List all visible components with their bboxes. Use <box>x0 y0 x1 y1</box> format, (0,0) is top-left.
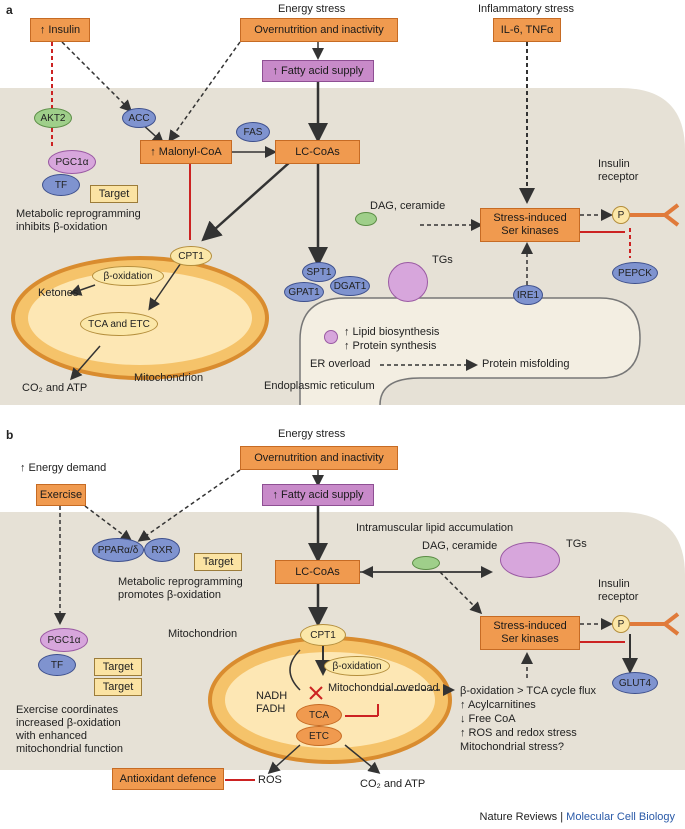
pgc1a-node-a: PGC1α <box>48 150 96 174</box>
publisher-name: Nature Reviews <box>479 811 558 823</box>
akt2-node: AKT2 <box>34 108 72 128</box>
fatty-acid-supply-box-a: ↑ Fatty acid supply <box>262 60 374 82</box>
co2-atp-label-a: CO₂ and ATP <box>22 382 88 394</box>
endoplasmic-reticulum-a <box>299 297 641 406</box>
metabolic-note-a: Metabolic reprogramming inhibits β-oxida… <box>16 208 141 233</box>
co2-atp-label-b: CO₂ and ATP <box>360 778 426 790</box>
ppar-node: PPARα/δ <box>92 538 144 562</box>
dag-node-b <box>412 556 440 570</box>
target-box-a: Target <box>90 185 138 203</box>
pepck-node: PEPCK <box>612 262 658 284</box>
metabolic-note-b: Metabolic reprogramming promotes β-oxida… <box>118 576 243 601</box>
acc-node: ACC <box>122 108 156 128</box>
fatty-acid-supply-box-b: ↑ Fatty acid supply <box>262 484 374 506</box>
insulin-receptor-label-a: Insulin receptor <box>598 158 639 183</box>
tca-node: TCA <box>296 704 342 726</box>
lc-coas-box-b: LC-CoAs <box>275 560 360 584</box>
mitochondrion-label-b: Mitochondrion <box>168 628 238 640</box>
tgs-label-a: TGs <box>432 254 453 266</box>
antioxidant-box: Antioxidant defence <box>112 768 224 790</box>
exercise-note: Exercise coordinates increased β-oxidati… <box>16 704 124 755</box>
panel-a-letter: a <box>6 3 13 17</box>
stress-kinases-box-b: Stress-induced Ser kinases <box>480 616 580 650</box>
insulin-box: ↑ Insulin <box>30 18 90 42</box>
dag-label-a: DAG, ceramide <box>370 200 446 212</box>
il6-tnf-box: IL-6, TNFα <box>493 18 561 42</box>
tgs-cluster-a <box>388 262 428 302</box>
dag-label-b: DAG, ceramide <box>422 540 498 552</box>
nadh-fadh-label: NADH FADH <box>256 690 288 715</box>
cpt1-node-b: CPT1 <box>300 624 346 646</box>
malonyl-coa-box: ↑ Malonyl-CoA <box>140 140 232 164</box>
pgc1a-node-b: PGC1α <box>40 628 88 652</box>
mito-overload-label: Mitochondrial overload <box>328 682 439 694</box>
spt1-node: SPT1 <box>302 262 336 282</box>
flux-list: β-oxidation > TCA cycle flux ↑ Acylcarni… <box>460 685 597 753</box>
footer-credit: Nature Reviews | Molecular Cell Biology <box>480 811 675 823</box>
ketones-label: Ketones <box>38 287 79 299</box>
dgat1-node: DGAT1 <box>330 276 370 296</box>
target-box-b1: Target <box>94 658 142 676</box>
cpt1-node-a: CPT1 <box>170 246 212 266</box>
etc-node: ETC <box>296 726 342 746</box>
tca-etc-node-a: TCA and ETC <box>80 312 158 336</box>
energy-demand-label: ↑ Energy demand <box>20 462 107 474</box>
lipid-droplet-icon <box>324 330 338 344</box>
footer-separator: | <box>557 811 567 823</box>
overnutrition-box-b: Overnutrition and inactivity <box>240 446 398 470</box>
rxr-node: RXR <box>144 538 180 562</box>
er-overload-label: ER overload <box>310 358 371 370</box>
er-label: Endoplasmic reticulum <box>264 380 375 392</box>
tf-node-a: TF <box>42 174 80 196</box>
glut4-node: GLUT4 <box>612 672 658 694</box>
insulin-receptor-label-b: Insulin receptor <box>598 578 639 603</box>
dag-node-a <box>355 212 377 226</box>
energy-stress-label-b: Energy stress <box>278 428 346 440</box>
inflammatory-stress-label: Inflammatory stress <box>478 3 574 15</box>
intramuscular-label: Intramuscular lipid accumulation <box>356 522 514 534</box>
energy-stress-label-a: Energy stress <box>278 3 346 15</box>
tf-node-b: TF <box>38 654 76 676</box>
lipid-biosynthesis-label: ↑ Lipid biosynthesis <box>344 326 440 338</box>
journal-name: Molecular Cell Biology <box>566 811 675 823</box>
ire1-node: IRE1 <box>513 285 543 305</box>
boxidation-node-b: β-oxidation <box>324 656 390 676</box>
tgs-label-b: TGs <box>566 538 587 550</box>
fas-node: FAS <box>236 122 270 142</box>
tgs-cluster-b <box>500 542 560 578</box>
lc-coas-box-a: LC-CoAs <box>275 140 360 164</box>
gpat1-node: GPAT1 <box>284 282 324 302</box>
target-box-b: Target <box>194 553 242 571</box>
stress-kinases-box-a: Stress-induced Ser kinases <box>480 208 580 242</box>
overnutrition-box-a: Overnutrition and inactivity <box>240 18 398 42</box>
mitochondrion-label-a: Mitochondrion <box>134 372 204 384</box>
ros-label: ROS <box>258 774 282 786</box>
panel-b-letter: b <box>6 428 14 442</box>
boxidation-node-a: β-oxidation <box>92 266 164 286</box>
target-box-b2: Target <box>94 678 142 696</box>
protein-misfolding-label: Protein misfolding <box>482 358 570 370</box>
protein-synthesis-label: ↑ Protein synthesis <box>344 340 437 352</box>
phospho-node-a: P <box>612 206 630 224</box>
exercise-box: Exercise <box>36 484 86 506</box>
phospho-node-b: P <box>612 615 630 633</box>
